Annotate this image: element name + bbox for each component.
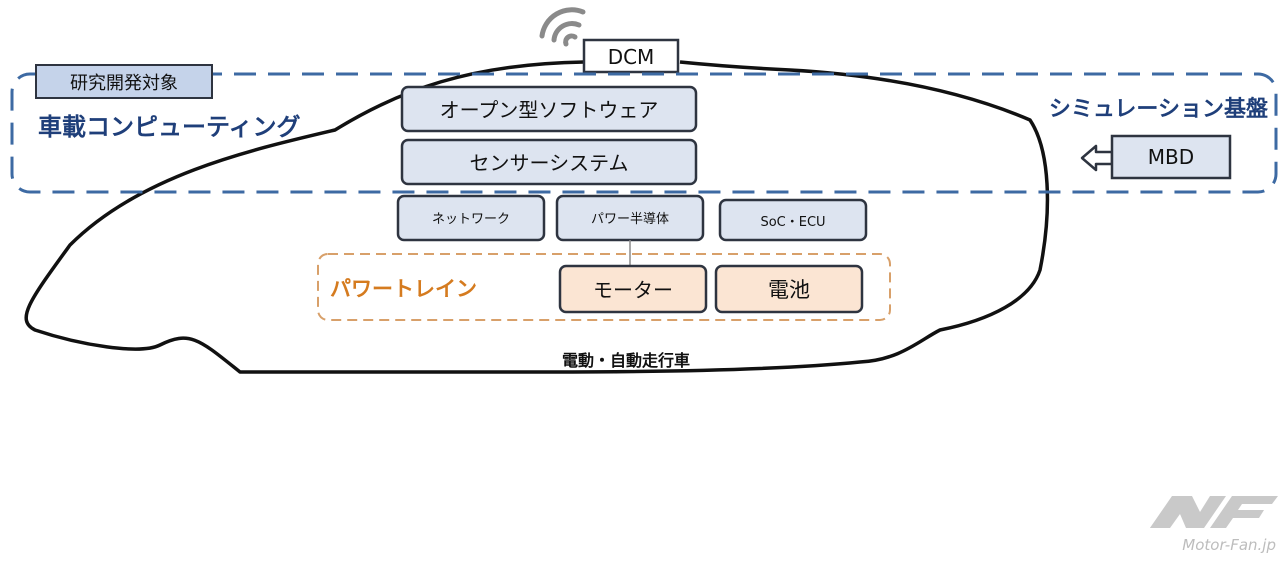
motor-box (558, 264, 708, 314)
dcm-box (582, 38, 680, 74)
mbd-arrow-icon (1080, 144, 1114, 172)
research-target-label: 研究開発対象 (70, 73, 178, 94)
network-label: ネットワーク (432, 212, 510, 227)
computing-region (10, 72, 1278, 194)
motor-label: モーター (593, 278, 673, 302)
wifi-signal-icon (539, 7, 586, 47)
car-silhouette (24, 60, 1050, 374)
sensor-system-box (400, 138, 698, 186)
mbd-label: MBD (1148, 145, 1194, 169)
powertrain-label: パワートレイン (330, 277, 477, 301)
watermark-text: Motor-Fan.jp (1182, 536, 1276, 554)
open-software-label: オープン型ソフトウェア (440, 98, 659, 122)
research-target-box (35, 64, 213, 99)
battery-label: 電池 (768, 278, 810, 302)
motor-fan-logo (1150, 496, 1278, 528)
power-semiconductor-label: パワー半導体 (591, 212, 669, 227)
battery-box (714, 264, 864, 314)
dcm-label: DCM (608, 45, 655, 69)
vehicle-caption: 電動・自動走行車 (562, 351, 690, 370)
sensor-system-label: センサーシステム (470, 151, 629, 175)
soc-ecu-box (718, 198, 868, 242)
mbd-box (1110, 134, 1232, 180)
network-box (396, 194, 546, 242)
simulation-platform-label: シミュレーション基盤 (1049, 96, 1269, 122)
in-vehicle-computing-label: 車載コンピューティング (38, 113, 301, 141)
soc-ecu-label: SoC・ECU (760, 215, 825, 230)
powertrain-region (317, 253, 891, 321)
open-software-box (400, 85, 698, 133)
